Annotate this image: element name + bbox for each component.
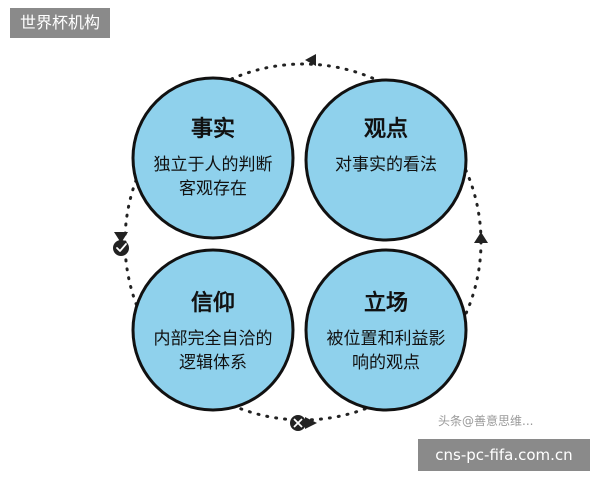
cross-icon xyxy=(290,415,306,431)
quadrant-opinion: 观点 对事实的看法 xyxy=(304,78,468,242)
belief-title: 信仰 xyxy=(191,290,235,316)
arrow-right-icon xyxy=(474,232,488,243)
belief-desc-line-1: 内部完全自洽的 xyxy=(154,329,273,349)
arrow-left-icon xyxy=(114,232,128,243)
stance-title: 立场 xyxy=(364,290,408,316)
arrow-bottom-icon xyxy=(305,417,317,429)
stance-desc-line-2: 响的观点 xyxy=(352,353,420,373)
source-tag: 世界杯机构 xyxy=(10,8,111,38)
quadrant-belief: 信仰 内部完全自洽的 逻辑体系 xyxy=(131,248,295,412)
opinion-desc-line-1: 对事实的看法 xyxy=(335,155,437,175)
fact-desc-line-2: 客观存在 xyxy=(179,179,247,199)
check-icon xyxy=(113,240,129,256)
belief-desc-line-2: 逻辑体系 xyxy=(179,353,247,373)
fact-desc-line-1: 独立于人的判断 xyxy=(154,155,273,175)
quadrant-stance: 立场 被位置和利益影 响的观点 xyxy=(304,248,468,412)
arrow-top-icon xyxy=(305,54,316,66)
site-tag: cns-pc-fifa.com.cn xyxy=(418,439,590,471)
quadrant-fact: 事实 独立于人的判断 客观存在 xyxy=(131,76,295,240)
stance-desc-line-1: 被位置和利益影 xyxy=(327,329,446,349)
author-watermark: 头条@善意思维... xyxy=(438,414,534,428)
opinion-title: 观点 xyxy=(364,116,408,142)
fact-title: 事实 xyxy=(191,116,235,142)
